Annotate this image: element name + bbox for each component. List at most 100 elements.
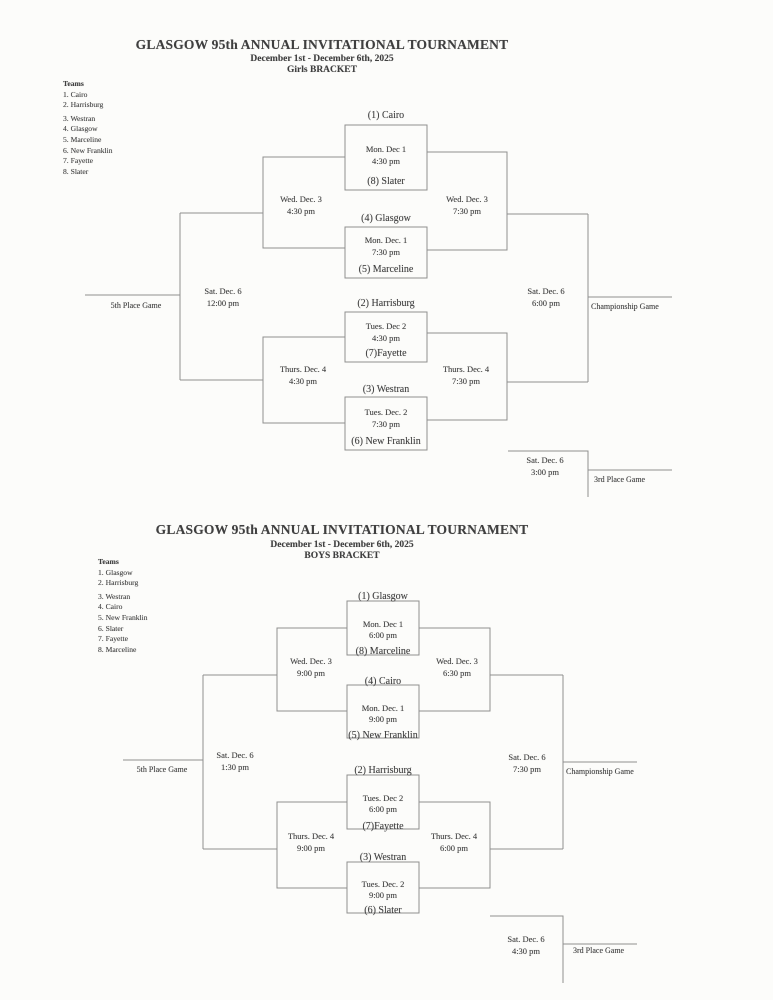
game-time: 7:30 pm bbox=[452, 206, 482, 216]
seed-bottom: (5) Marceline bbox=[358, 264, 414, 275]
girls-consolation-bottom-connector bbox=[180, 336, 345, 424]
boys-third-place-connector bbox=[490, 915, 637, 983]
game-date: Sat. Dec. 6 bbox=[204, 286, 242, 296]
seed-bottom: (7)Fayette bbox=[362, 821, 404, 832]
game-date: Mon. Dec 1 bbox=[365, 144, 407, 154]
game-time: 4:30 pm bbox=[286, 206, 316, 216]
semifinal-top-label: Wed. Dec. 3 7:30 pm bbox=[446, 193, 488, 217]
game-date: Wed. Dec. 3 bbox=[446, 194, 488, 204]
team-item: 8. Slater bbox=[63, 166, 89, 176]
game-time: 6:00 pm bbox=[531, 298, 561, 308]
seed-bottom: (8) Slater bbox=[367, 176, 405, 187]
team-item: 7. Fayette bbox=[63, 156, 93, 166]
date-range: December 1st - December 6th, 2025 bbox=[270, 540, 414, 550]
girls-semifinal-bottom-connector bbox=[427, 332, 588, 421]
game-time: 9:00 pm bbox=[368, 890, 398, 900]
game-time: 4:30 pm bbox=[511, 946, 541, 956]
game-date: Mon. Dec. 1 bbox=[361, 703, 405, 713]
team-item: 7. Fayette bbox=[98, 634, 128, 644]
seed-bottom: (5) New Franklin bbox=[348, 730, 418, 741]
boys-semifinal-top-connector bbox=[419, 627, 563, 712]
fifth-place-label: 5th Place Game bbox=[136, 765, 188, 774]
semifinal-bottom-label: Thurs. Dec. 4 6:00 pm bbox=[431, 830, 477, 854]
seed-top: (4) Glasgow bbox=[361, 213, 411, 224]
game-time: 4:30 pm bbox=[371, 156, 401, 166]
girls-championship-connector bbox=[587, 214, 672, 382]
boys-consolation-bottom-connector bbox=[203, 801, 347, 889]
game-date: Sat. Dec. 6 bbox=[216, 750, 254, 760]
team-item: 3. Westran bbox=[98, 591, 131, 601]
semifinal-bottom-label: Thurs. Dec. 4 7:30 pm bbox=[443, 363, 489, 387]
team-item: 4. Glasgow bbox=[63, 124, 98, 134]
game-date: Tues. Dec. 2 bbox=[361, 879, 405, 889]
game-date: Wed. Dec. 3 bbox=[290, 656, 332, 666]
game-time: 4:30 pm bbox=[288, 376, 318, 386]
game-time: 6:00 pm bbox=[439, 843, 469, 853]
third-place-label: 3rd Place Game bbox=[594, 475, 646, 484]
championship-label: Championship Game bbox=[591, 302, 659, 311]
game-date: Sat. Dec. 6 bbox=[526, 455, 564, 465]
game-time: 3:00 pm bbox=[530, 467, 560, 477]
game-time: 7:30 pm bbox=[451, 376, 481, 386]
girls-bracket-lines bbox=[85, 124, 672, 497]
seed-bottom: (8) Marceline bbox=[355, 646, 411, 657]
game-date: Tues. Dec. 2 bbox=[364, 407, 408, 417]
third-place-datetime: Sat. Dec. 6 3:00 pm bbox=[526, 454, 563, 478]
teams-heading: Teams bbox=[98, 557, 119, 566]
game-date: Thurs. Dec. 4 bbox=[279, 364, 327, 374]
third-place-datetime: Sat. Dec. 6 4:30 pm bbox=[507, 933, 544, 957]
page-title: GLASGOW 95th ANNUAL INVITATIONAL TOURNAM… bbox=[135, 37, 509, 52]
team-item: 4. Cairo bbox=[98, 602, 123, 612]
seed-top: (1) Cairo bbox=[367, 110, 405, 121]
third-place-label: 3rd Place Game bbox=[573, 946, 625, 955]
game-time: 4:30 pm bbox=[371, 333, 401, 343]
game-time: 9:00 pm bbox=[368, 714, 398, 724]
consolation-bottom-label: Thurs. Dec. 4 4:30 pm bbox=[280, 363, 326, 387]
team-item: 5. New Franklin bbox=[98, 612, 148, 622]
game-date: Sat. Dec. 6 bbox=[508, 752, 546, 762]
game-date: Thurs. Dec. 4 bbox=[430, 831, 478, 841]
team-item: 1. Glasgow bbox=[98, 567, 133, 577]
game-date: Wed. Dec. 3 bbox=[280, 194, 322, 204]
game-date: Thurs. Dec. 4 bbox=[442, 364, 490, 374]
seed-bottom: (7)Fayette bbox=[365, 348, 407, 359]
teams-list: Teams 1. Cairo 2. Harrisburg 3. Westran … bbox=[63, 79, 113, 177]
game-date: Sat. Dec. 6 bbox=[507, 934, 545, 944]
seed-top: (3) Westran bbox=[362, 384, 410, 395]
girls-fifth-place-connector bbox=[85, 213, 181, 380]
teams-heading: Teams bbox=[63, 79, 84, 88]
game-time: 9:00 pm bbox=[296, 843, 326, 853]
game-date: Wed. Dec. 3 bbox=[436, 656, 478, 666]
teams-list: Teams 1. Glasgow 2. Harrisburg 3. Westra… bbox=[98, 557, 148, 655]
game-time: 9:00 pm bbox=[296, 668, 326, 678]
seed-top: (4) Cairo bbox=[364, 676, 402, 687]
fifth-place-datetime: Sat. Dec. 6 1:30 pm bbox=[216, 749, 253, 773]
girls-game2-box bbox=[344, 226, 428, 279]
boys-championship-connector bbox=[562, 675, 637, 849]
team-item: 8. Marceline bbox=[98, 644, 137, 654]
boys-semifinal-bottom-connector bbox=[419, 801, 563, 889]
game-date: Mon. Dec 1 bbox=[362, 619, 404, 629]
seed-top: (1) Glasgow bbox=[358, 591, 408, 602]
game-date: Tues. Dec 2 bbox=[365, 321, 407, 331]
girls-semifinal-top-connector bbox=[427, 151, 588, 251]
game-time: 12:00 pm bbox=[206, 298, 240, 308]
seed-bottom: (6) Slater bbox=[364, 905, 402, 916]
game-time: 7:30 pm bbox=[371, 247, 401, 257]
game-date: Thurs. Dec. 4 bbox=[287, 831, 335, 841]
team-item: 5. Marceline bbox=[63, 134, 102, 144]
consolation-top-label: Wed. Dec. 3 9:00 pm bbox=[290, 655, 332, 679]
bracket-label: Girls BRACKET bbox=[287, 65, 357, 75]
consolation-top-label: Wed. Dec. 3 4:30 pm bbox=[280, 193, 322, 217]
team-item: 2. Harrisburg bbox=[98, 578, 139, 588]
seed-top: (2) Harrisburg bbox=[354, 765, 412, 776]
page-title: GLASGOW 95th ANNUAL INVITATIONAL TOURNAM… bbox=[155, 522, 529, 537]
championship-datetime: Sat. Dec. 6 6:00 pm bbox=[527, 285, 564, 309]
game-date: Tues. Dec 2 bbox=[362, 793, 404, 803]
consolation-bottom-label: Thurs. Dec. 4 9:00 pm bbox=[288, 830, 334, 854]
game-time: 6:30 pm bbox=[442, 668, 472, 678]
team-item: 3. Westran bbox=[63, 113, 96, 123]
seed-bottom: (6) New Franklin bbox=[351, 436, 421, 447]
